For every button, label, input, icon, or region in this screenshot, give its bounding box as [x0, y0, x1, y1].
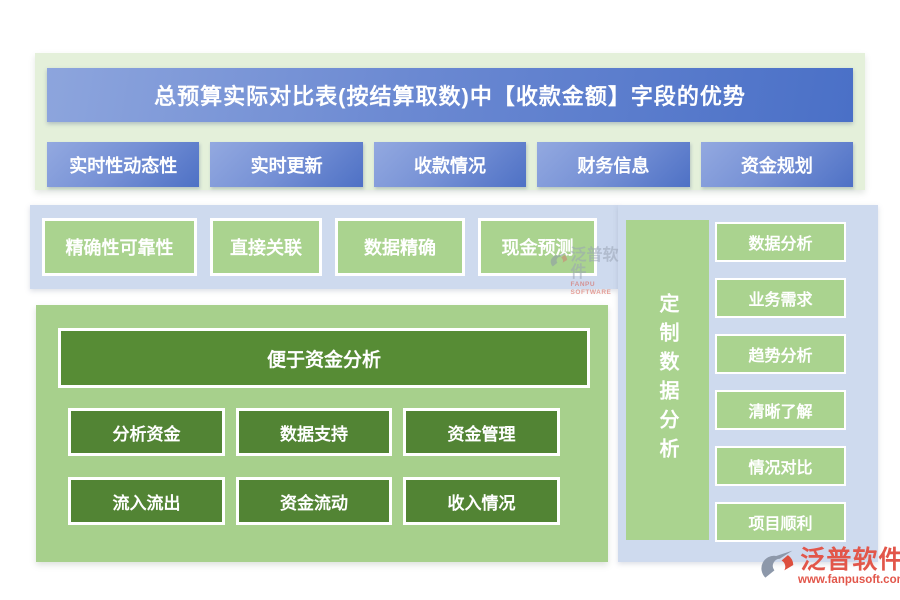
- btn-accuracy-reliability: 精确性可靠性: [42, 218, 197, 276]
- btn-trend-analysis: 趋势分析: [715, 334, 846, 374]
- fund-analysis-section: 便于资金分析 分析资金 数据支持 资金管理 流入流出 资金流动 收入情况: [36, 305, 608, 562]
- btn-direct-link: 直接关联: [210, 218, 322, 276]
- btn-analyze-funds: 分析资金: [68, 408, 225, 456]
- btn-project-success: 项目顺利: [715, 502, 846, 542]
- btn-cash-forecast: 现金预测: [478, 218, 597, 276]
- custom-analysis-column: 数据分析 业务需求 趋势分析 清晰了解 情况对比 项目顺利: [715, 222, 846, 542]
- accuracy-section: 精确性可靠性 直接关联 数据精确 现金预测 泛普软件 FANPU SOFTWAR…: [30, 205, 619, 296]
- btn-business-needs: 业务需求: [715, 278, 846, 318]
- custom-analysis-label: 定制数据分析: [656, 293, 678, 467]
- btn-situation-comparison: 情况对比: [715, 446, 846, 486]
- fund-analysis-grid: 分析资金 数据支持 资金管理 流入流出 资金流动 收入情况: [68, 408, 560, 525]
- brand-name: 泛普软件: [800, 546, 900, 574]
- fanpu-logo: 泛普软件 www.fanpusoft.com: [760, 547, 900, 587]
- accuracy-button-row: 精确性可靠性 直接关联 数据精确 现金预测: [42, 218, 597, 276]
- custom-analysis-section: 定制数据分析 数据分析 业务需求 趋势分析 清晰了解 情况对比 项目顺利: [618, 205, 878, 562]
- btn-fund-planning: 资金规划: [700, 142, 854, 187]
- btn-financial-info: 财务信息: [537, 142, 690, 187]
- watermark-subtext: FANPU SOFTWARE: [570, 281, 612, 296]
- btn-fund-management: 资金管理: [403, 408, 560, 456]
- watermark-logo-icon: [550, 252, 568, 267]
- btn-data-support: 数据支持: [236, 408, 392, 456]
- btn-clear-understanding: 清晰了解: [715, 390, 846, 430]
- brand-url: www.fanpusoft.com: [798, 574, 900, 586]
- btn-fund-flow: 资金流动: [236, 477, 392, 525]
- custom-analysis-bar: 定制数据分析: [626, 220, 709, 540]
- page-title: 总预算实际对比表(按结算取数)中【收款金额】字段的优势: [47, 68, 853, 122]
- btn-realtime-update: 实时更新: [210, 142, 363, 187]
- btn-inflow-outflow: 流入流出: [68, 477, 225, 525]
- watermark: 泛普软件 FANPU SOFTWARE: [550, 247, 619, 297]
- btn-data-analysis: 数据分析: [715, 222, 846, 262]
- brand-texts: 泛普软件 www.fanpusoft.com: [798, 547, 900, 587]
- btn-realtime-dynamics: 实时性动态性: [47, 142, 200, 187]
- header-section: 总预算实际对比表(按结算取数)中【收款金额】字段的优势 实时性动态性 实时更新 …: [35, 53, 865, 190]
- brand-logo-icon: [761, 550, 794, 578]
- btn-data-accuracy: 数据精确: [335, 218, 465, 276]
- watermark-texts: 泛普软件 FANPU SOFTWARE: [571, 247, 619, 297]
- top-button-row: 实时性动态性 实时更新 收款情况 财务信息 资金规划: [47, 142, 854, 187]
- fund-analysis-header: 便于资金分析: [58, 328, 590, 388]
- btn-income-status: 收入情况: [403, 477, 560, 525]
- watermark-brand: 泛普软件: [570, 247, 619, 281]
- btn-collection-status: 收款情况: [373, 142, 527, 187]
